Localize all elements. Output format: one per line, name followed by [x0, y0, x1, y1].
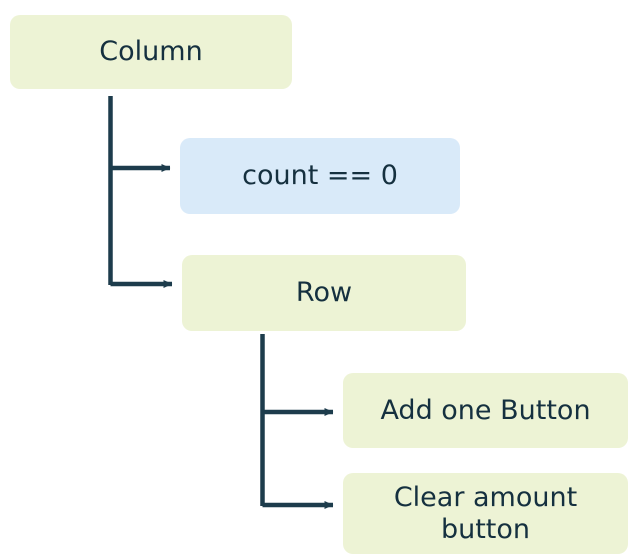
node-clear-amount-button[interactable]: Clear amount button [343, 473, 628, 554]
node-count-check[interactable]: count == 0 [180, 138, 460, 214]
node-add-one-button[interactable]: Add one Button [343, 373, 628, 448]
node-column[interactable]: Column [10, 15, 292, 89]
node-row[interactable]: Row [182, 255, 466, 331]
